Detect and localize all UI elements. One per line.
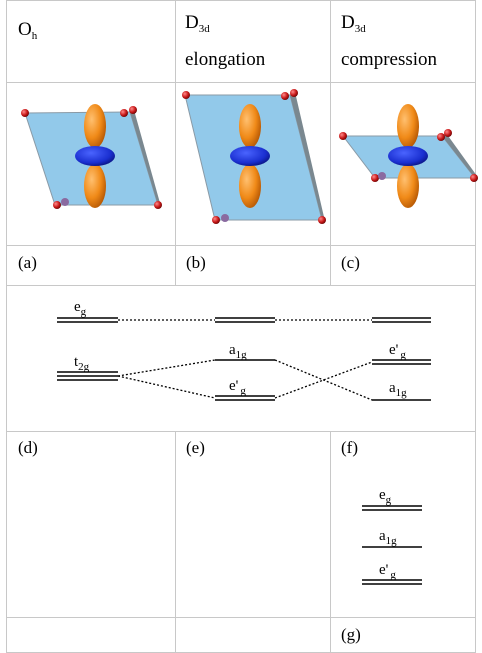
label-b: (b) [186, 253, 206, 272]
header-d3d-compression: D3d [341, 12, 366, 35]
header-oh: Oh [18, 19, 38, 42]
header-d3d-elongation: D3d [185, 12, 210, 35]
header-elongation-label: elongation [185, 49, 266, 70]
octahedron-elongation-image [182, 89, 326, 224]
energy-level-diagram-g [362, 505, 422, 585]
label-a: (a) [18, 253, 37, 272]
octahedron-oh-image [21, 104, 162, 209]
level-label-t2g-oh: t2g [74, 354, 90, 373]
level-label-eg-g: eg [379, 487, 392, 506]
label-f: (f) [341, 438, 358, 457]
level-label-a1g-compression: a1g [389, 380, 407, 399]
label-g: (g) [341, 625, 361, 644]
level-label-a1g-elongation: a1g [229, 342, 247, 361]
energy-level-diagram [57, 317, 431, 401]
level-label-eprime-g: e'g [379, 562, 396, 581]
label-c: (c) [341, 253, 360, 272]
label-e: (e) [186, 438, 205, 457]
level-label-eprime-elongation: e'g [229, 378, 246, 397]
level-label-a1g-g: a1g [379, 528, 397, 547]
level-label-eprime-compression: e'g [389, 342, 406, 361]
octahedron-compression-image [339, 104, 478, 208]
level-label-eg-oh: eg [74, 299, 87, 318]
label-d: (d) [18, 438, 38, 457]
header-compression-label: compression [341, 49, 438, 70]
